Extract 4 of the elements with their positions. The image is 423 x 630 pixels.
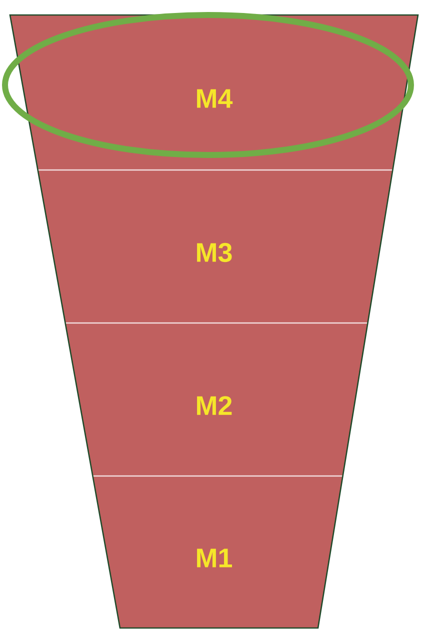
funnel-band: M1 xyxy=(92,476,343,628)
funnel-band: M3 xyxy=(38,170,393,323)
funnel-band: M2 xyxy=(65,323,368,476)
funnel-band: M4 xyxy=(10,15,418,170)
